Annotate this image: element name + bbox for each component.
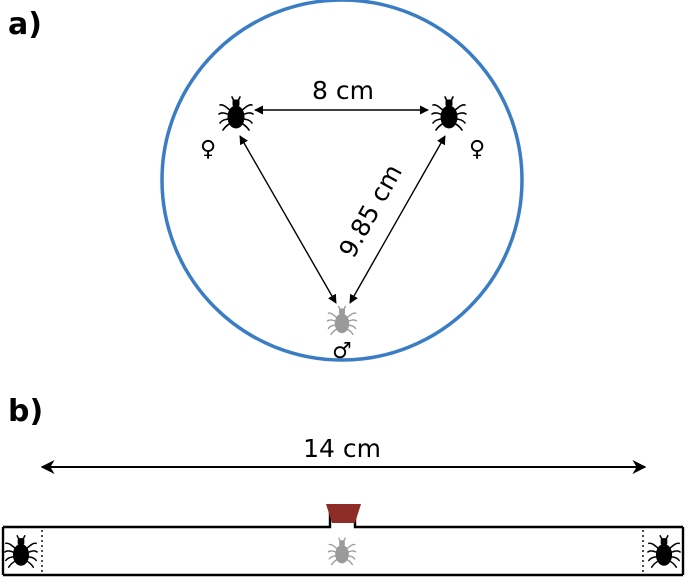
panel-a-label: a) bbox=[8, 7, 42, 42]
female-tick-right-end-icon bbox=[647, 535, 681, 568]
male-symbol: ♂ bbox=[332, 339, 352, 364]
distance-label-top: 8 cm bbox=[312, 76, 374, 105]
distance-label-diagonal: 9.85 cm bbox=[333, 159, 408, 262]
female-tick-left-icon bbox=[218, 96, 254, 131]
male-tick-icon bbox=[326, 305, 358, 336]
female-symbol-left: ♀ bbox=[200, 137, 216, 162]
female-tick-right-icon bbox=[431, 96, 467, 131]
distance-arrow-left bbox=[239, 135, 337, 304]
arena-circle bbox=[160, 0, 524, 362]
female-symbol-right: ♀ bbox=[469, 137, 485, 162]
stimulus-plug bbox=[326, 504, 361, 523]
distance-arrow-right bbox=[349, 135, 446, 304]
length-label: 14 cm bbox=[303, 434, 381, 463]
male-tick-center-icon bbox=[327, 537, 357, 566]
female-tick-left-end-icon bbox=[4, 535, 38, 568]
panel-b-label: b) bbox=[8, 394, 43, 429]
